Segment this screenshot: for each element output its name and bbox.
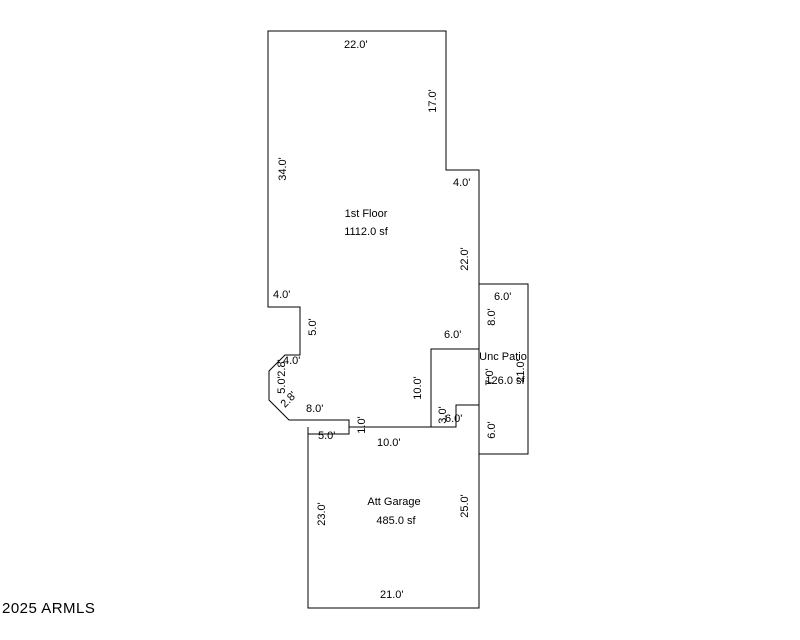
dim-patio-upper: 8.0'	[486, 308, 498, 325]
dim-patio-inner: 7.0'	[484, 368, 496, 385]
first-floor-name: 1st Floor	[345, 208, 388, 220]
patio-outline	[479, 283, 529, 455]
dim-patio-lower: 6.0'	[486, 421, 498, 438]
garage-outline	[307, 405, 480, 609]
patio-pocket-outline	[430, 348, 479, 427]
dim-garage-jog-a: 3.0'	[437, 406, 449, 423]
dim-bay-bottom: 8.0'	[306, 403, 323, 415]
dim-bay-top: 4.0'	[283, 355, 300, 367]
dim-garage-right: 25.0'	[459, 494, 471, 518]
garage-name: Att Garage	[367, 496, 420, 508]
dim-top: 22.0'	[344, 39, 368, 51]
dim-left: 34.0'	[277, 157, 289, 181]
dim-small-step: 1.0'	[356, 416, 368, 433]
dim-patio-top: 6.0'	[494, 291, 511, 303]
garage-area: 485.0 sf	[376, 515, 416, 527]
dim-garage-jog-b: 6.0'	[445, 413, 462, 425]
dim-bay-side: 5.0'	[276, 376, 288, 393]
patio-name: Unc Patio	[479, 351, 527, 363]
dim-right-middle: 22.0'	[459, 247, 471, 271]
dim-step-right: 4.0'	[453, 177, 470, 189]
dim-garage-bottom: 21.0'	[380, 589, 404, 601]
dim-left-step: 4.0'	[273, 289, 290, 301]
dim-left-notch: 5.0'	[307, 318, 319, 335]
copyright-notice: 2025 ARMLS	[2, 600, 96, 617]
patio-area: 126.0 sf	[485, 375, 525, 387]
dim-inner-step: 6.0'	[444, 329, 461, 341]
dim-garage-left: 23.0'	[316, 502, 328, 526]
dim-patio-side: 21.0'	[515, 359, 527, 383]
dim-garage-top: 10.0'	[377, 437, 401, 449]
first-floor-outline	[267, 30, 480, 428]
dim-right-upper: 17.0'	[427, 89, 439, 113]
garage-notch-outline	[308, 427, 350, 435]
dim-inner-vertical: 10.0'	[412, 376, 424, 400]
dim-bay-diag-a: 2.8'	[276, 359, 288, 376]
dim-garage-notch: 5.0'	[318, 430, 335, 442]
first-floor-area: 1112.0 sf	[344, 226, 389, 238]
